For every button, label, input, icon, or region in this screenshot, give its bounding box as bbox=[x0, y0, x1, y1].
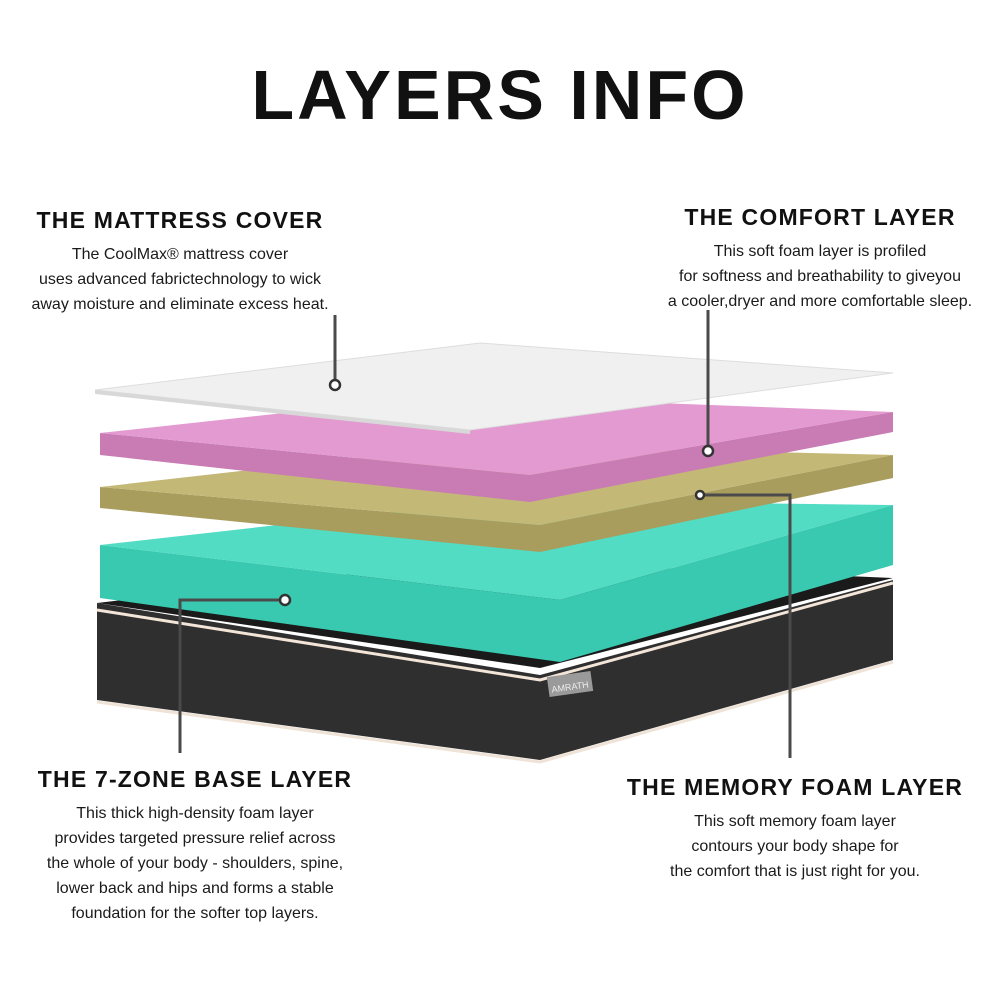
line: for softness and breathability to giveyo… bbox=[679, 268, 961, 285]
line: This thick high-density foam layer bbox=[76, 805, 314, 822]
line: foundation for the softer top layers. bbox=[71, 905, 319, 922]
callout-memory-foam: THE MEMORY FOAM LAYER This soft memory f… bbox=[615, 774, 975, 884]
line: uses advanced fabrictechnology to wick bbox=[39, 271, 321, 288]
line: away moisture and eliminate excess heat. bbox=[31, 296, 329, 313]
pointer-dots bbox=[278, 378, 715, 607]
line: lower back and hips and forms a stable bbox=[56, 880, 334, 897]
line: provides targeted pressure relief across bbox=[54, 830, 336, 847]
cover-layer bbox=[94, 342, 894, 434]
heading: THE MATTRESS COVER bbox=[36, 207, 324, 233]
heading: THE 7-ZONE BASE LAYER bbox=[37, 766, 353, 792]
line: the comfort that is just right for you. bbox=[670, 863, 920, 880]
callout-mattress-cover: THE MATTRESS COVER The CoolMax® mattress… bbox=[10, 207, 350, 317]
line: contours your body shape for bbox=[691, 838, 899, 855]
line: the whole of your body - shoulders, spin… bbox=[46, 855, 344, 872]
line: a cooler,dryer and more comfortable slee… bbox=[667, 293, 973, 310]
callout-base-layer: THE 7-ZONE BASE LAYER This thick high-de… bbox=[20, 766, 370, 926]
line: This soft foam layer is profiled bbox=[713, 243, 927, 260]
callout-comfort-layer: THE COMFORT LAYER This soft foam layer i… bbox=[650, 204, 990, 314]
heading: THE MEMORY FOAM LAYER bbox=[626, 774, 964, 800]
line: This soft memory foam layer bbox=[694, 813, 896, 830]
pointer-lines bbox=[178, 310, 792, 758]
line: The CoolMax® mattress cover bbox=[71, 246, 289, 263]
heading: THE COMFORT LAYER bbox=[684, 204, 956, 230]
page-title: LAYERS INFO bbox=[251, 56, 749, 134]
